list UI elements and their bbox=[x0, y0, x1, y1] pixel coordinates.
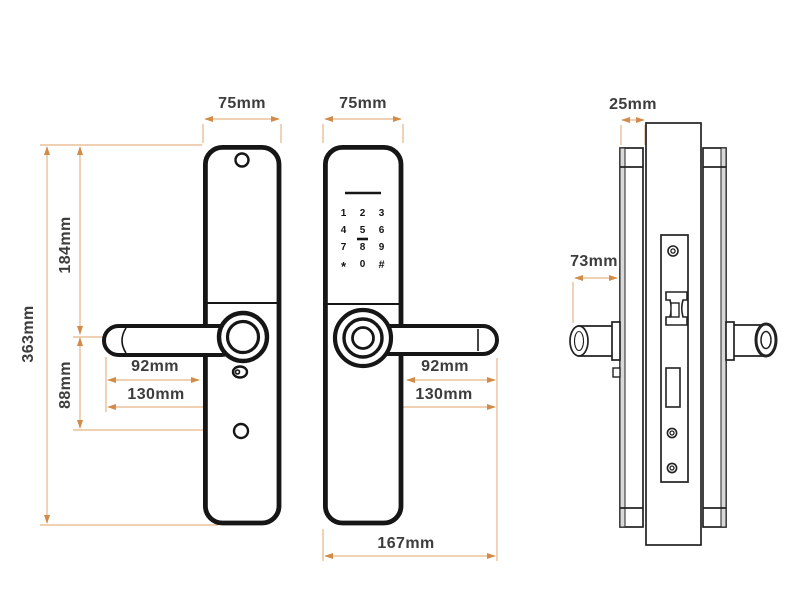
exterior-view bbox=[322, 144, 499, 526]
key-hash: # bbox=[378, 258, 385, 271]
side-privacy-button bbox=[612, 367, 621, 378]
key-7: 7 bbox=[340, 242, 347, 253]
key-6: 6 bbox=[378, 225, 385, 236]
interior-handle-endcap-line bbox=[121, 327, 127, 354]
interior-cylinder-hole bbox=[232, 422, 250, 440]
faceplate-screw-mid-center-icon bbox=[669, 430, 675, 436]
key-2: 2 bbox=[359, 208, 366, 219]
side-interior-handle-endcap-inner bbox=[573, 330, 585, 352]
key-0: 0 bbox=[359, 259, 366, 270]
label-escutcheon-depth: 25mm bbox=[609, 96, 657, 113]
label-total-height: 363mm bbox=[20, 305, 37, 363]
label-interior-width: 75mm bbox=[218, 95, 266, 112]
faceplate-screw-top-center-icon bbox=[670, 248, 676, 254]
label-exterior-width: 75mm bbox=[339, 95, 387, 112]
key-star: * bbox=[340, 258, 347, 274]
side-faceplate bbox=[660, 234, 689, 483]
dimension-lines bbox=[43, 115, 645, 560]
label-interior-handle-reach: 92mm bbox=[131, 358, 179, 375]
interior-handle-hub bbox=[225, 319, 261, 355]
key-8: 8 bbox=[359, 242, 366, 253]
side-interior-handle-flange bbox=[611, 321, 621, 361]
faceplate-screw-bottom-center-icon bbox=[669, 465, 675, 471]
label-interior-handle-center: 130mm bbox=[127, 386, 185, 403]
side-view bbox=[569, 122, 778, 546]
keypad: 1 2 3 4 5 6 7 8 9 * 0 # bbox=[334, 205, 391, 273]
latch-bolt-core bbox=[670, 302, 680, 318]
key-1: 1 bbox=[340, 208, 347, 219]
key-4: 4 bbox=[340, 225, 347, 236]
key-5: 5 bbox=[359, 225, 366, 236]
interior-top-hole bbox=[234, 152, 250, 168]
key-3: 3 bbox=[378, 208, 385, 219]
label-handle-to-cylinder: 88mm bbox=[57, 361, 74, 409]
label-exterior-total-width: 167mm bbox=[377, 535, 435, 552]
interior-view bbox=[102, 144, 282, 526]
fingerprint-sensor-icon bbox=[351, 326, 375, 350]
label-exterior-handle-center: 130mm bbox=[415, 386, 473, 403]
label-handle-protrusion: 73mm bbox=[570, 253, 618, 270]
label-exterior-handle-reach: 92mm bbox=[421, 358, 469, 375]
interior-keyhole-pin bbox=[234, 369, 241, 375]
label-top-to-handle: 184mm bbox=[57, 216, 74, 274]
side-exterior-handle-endcap-inner bbox=[760, 330, 772, 350]
deadbolt-slot bbox=[665, 367, 681, 408]
key-9: 9 bbox=[378, 242, 385, 253]
side-exterior-handle-flange bbox=[725, 321, 735, 361]
